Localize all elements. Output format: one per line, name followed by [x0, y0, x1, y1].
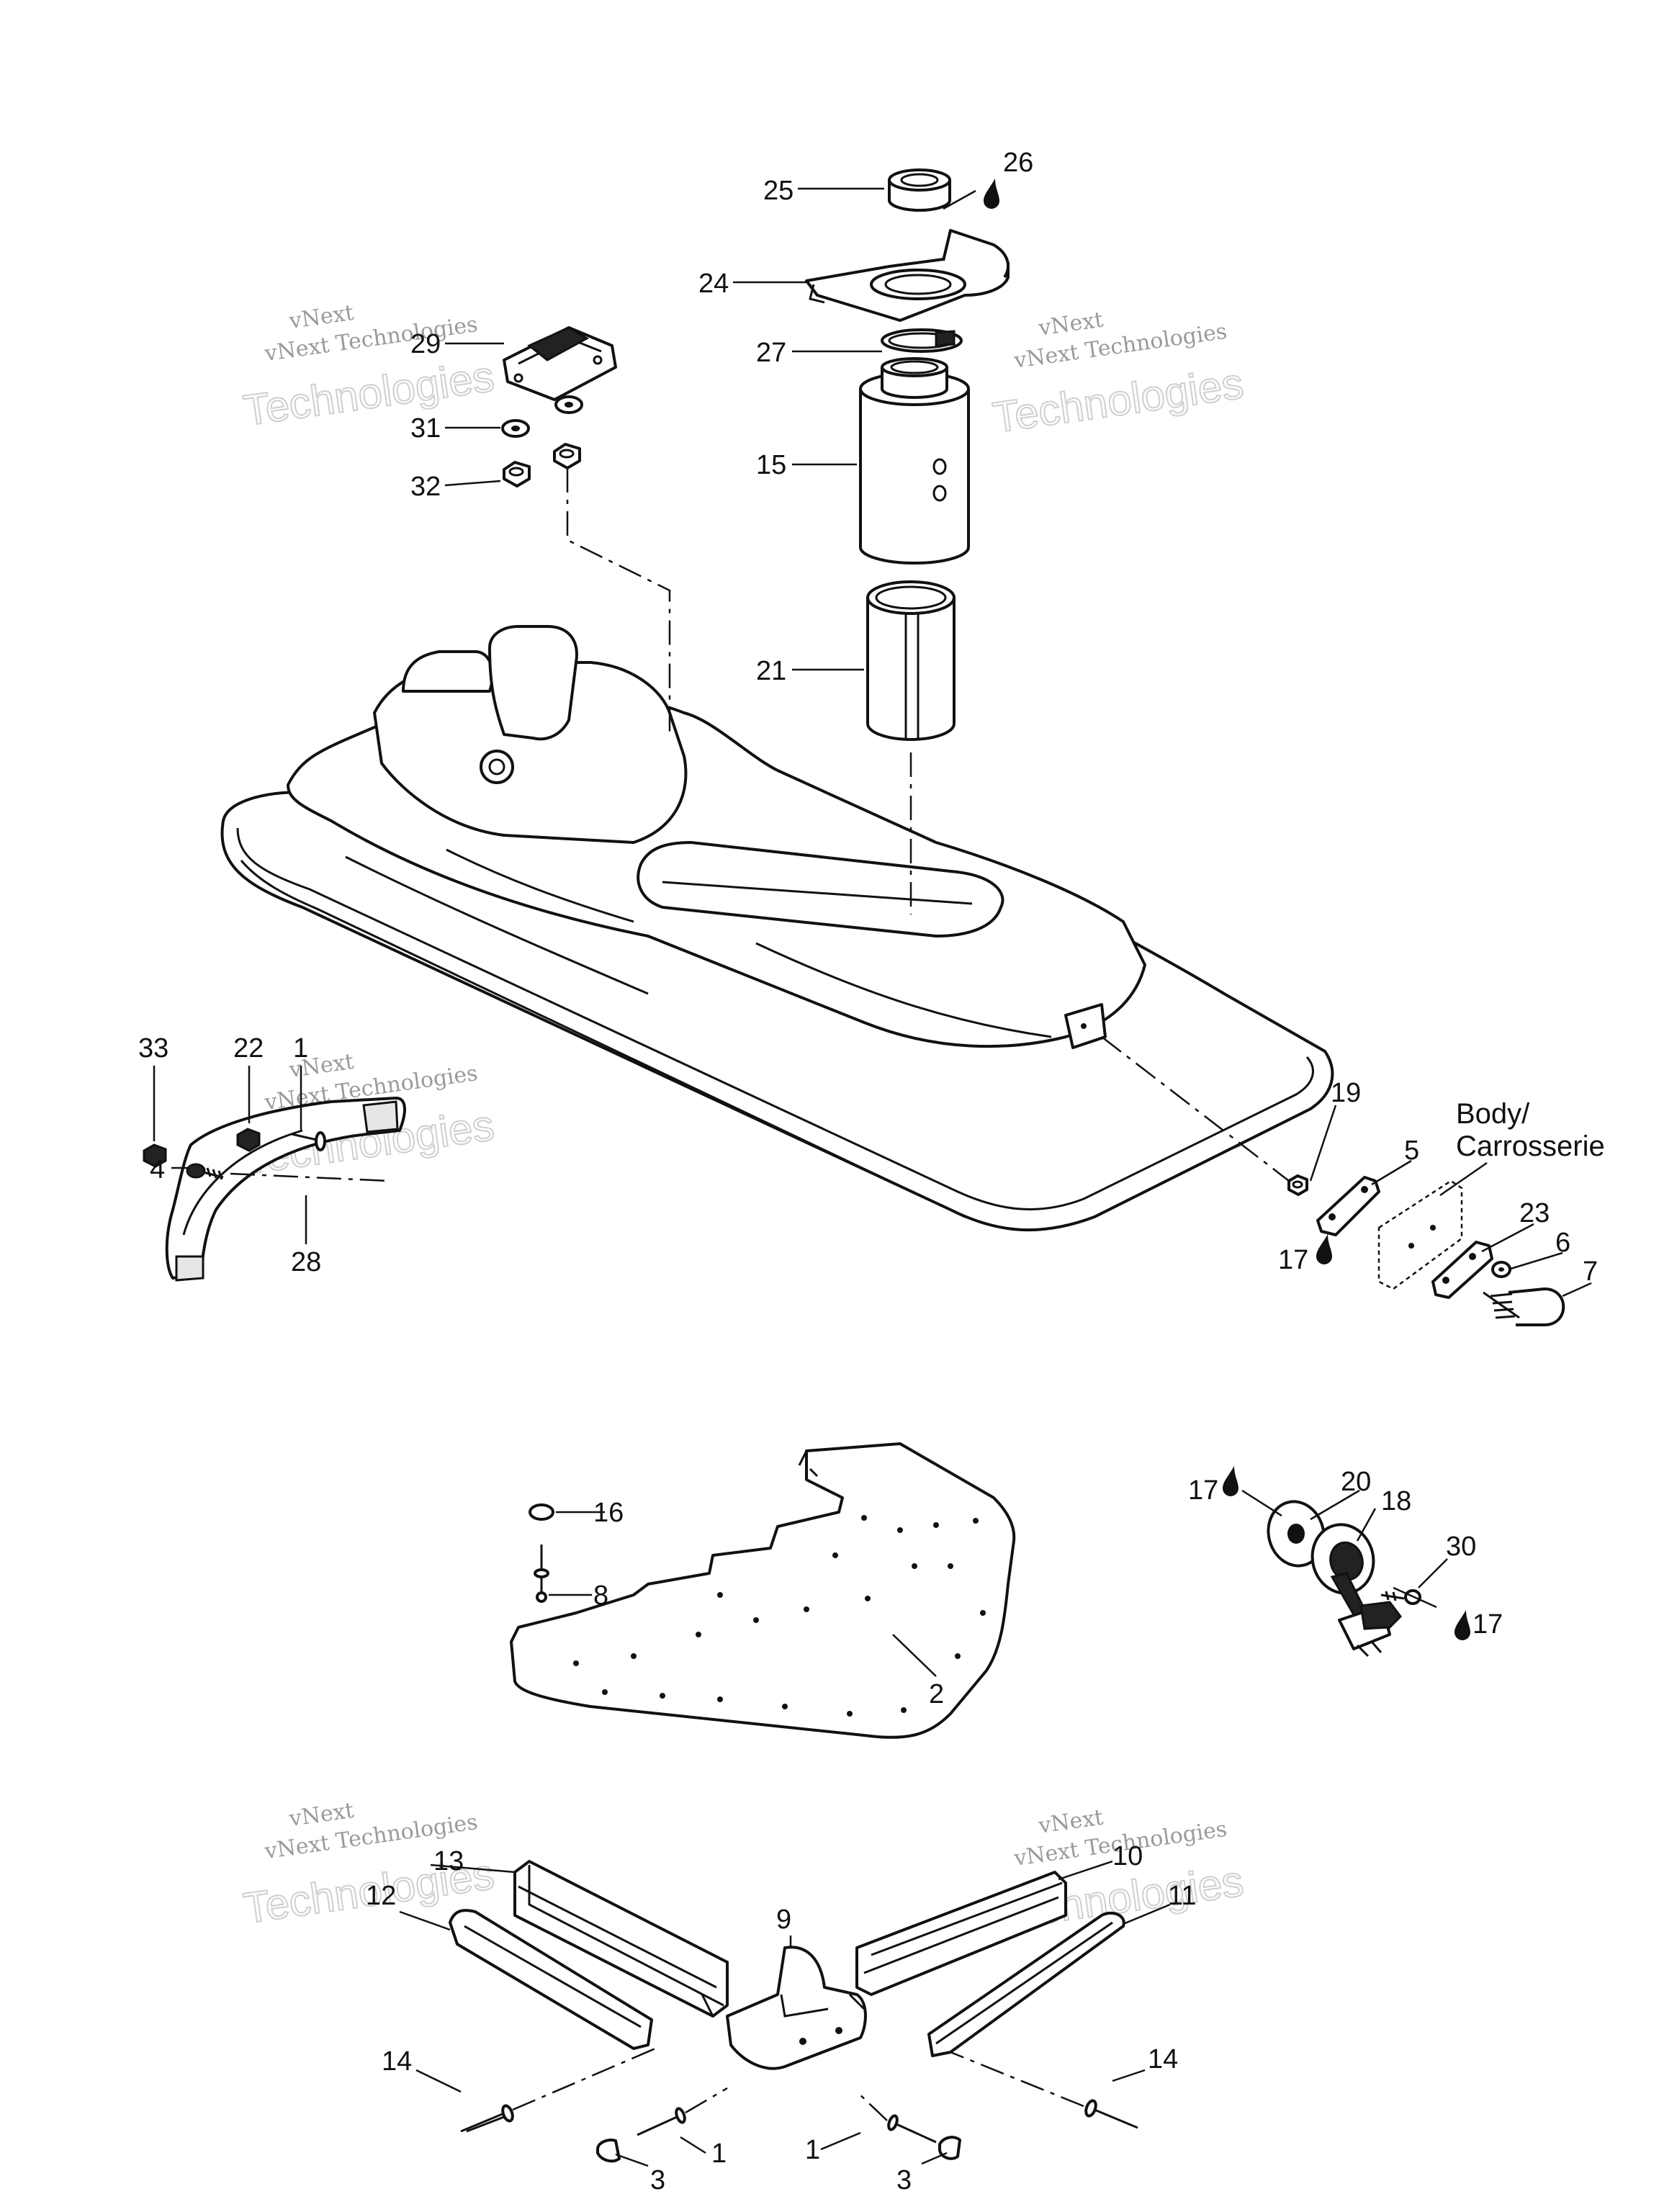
label-22: 22 [233, 1033, 264, 1064]
part-9-corner [726, 1946, 867, 2070]
label-2: 2 [929, 1679, 944, 1709]
label-6: 6 [1555, 1228, 1570, 1258]
part-33-nut [143, 1143, 167, 1168]
label-33: 33 [138, 1033, 168, 1064]
part-4-screw [186, 1163, 224, 1180]
svg-text:vNext: vNext [287, 1798, 356, 1832]
label-25: 25 [763, 176, 793, 206]
part-14-rivet-right [950, 2051, 1138, 2129]
part-24-bracket [805, 229, 1010, 322]
label-18: 18 [1381, 1486, 1411, 1516]
label-17-top: 17 [1278, 1245, 1308, 1275]
part-10-rail [855, 1871, 1067, 1996]
part-labels: 25 26 24 27 15 21 29 31 32 33 22 1 4 28 … [138, 148, 1605, 2195]
part-6-washer [1491, 1261, 1511, 1278]
label-1-right: 1 [805, 2135, 820, 2165]
dash-29-to-body [566, 468, 671, 738]
part-3-cap-left [596, 2139, 621, 2163]
sealant-drop-icon [984, 179, 1470, 1640]
label-19: 19 [1331, 1078, 1361, 1108]
part-16-cap [529, 1503, 554, 1521]
part-19-nut [1287, 1174, 1308, 1196]
label-24: 24 [698, 269, 729, 299]
label-31: 31 [410, 413, 441, 444]
part-7-u-bolt [1483, 1287, 1565, 1326]
body-label-line1: Body/ [1456, 1098, 1530, 1130]
label-1-left: 1 [711, 2139, 727, 2169]
svg-text:vNext: vNext [287, 300, 356, 334]
part-1-rivet-right [856, 2091, 937, 2144]
svg-text:vNext: vNext [1036, 307, 1105, 341]
label-8: 8 [593, 1581, 608, 1611]
label-29: 29 [410, 329, 441, 359]
label-7: 7 [1583, 1256, 1598, 1287]
part-11-trim [927, 1911, 1125, 2057]
label-17-mid: 17 [1188, 1475, 1218, 1506]
watermark-top-right: Technologies vNext vNext Technologies [989, 307, 1247, 443]
leader-lines [153, 187, 1592, 2167]
part-2-mat [510, 1442, 1016, 1739]
label-16: 16 [593, 1498, 624, 1528]
label-20: 20 [1341, 1467, 1371, 1497]
part-23-plate [1431, 1241, 1493, 1299]
part-8-rivet [534, 1545, 549, 1603]
part-28-bumper [165, 1097, 406, 1282]
label-13: 13 [433, 1846, 464, 1876]
label-32: 32 [410, 472, 441, 502]
label-30: 30 [1446, 1532, 1476, 1562]
svg-text:vNext: vNext [1036, 1805, 1105, 1839]
label-21: 21 [756, 656, 786, 686]
label-10: 10 [1112, 1841, 1143, 1871]
part-15-canister [859, 357, 970, 565]
label-26: 26 [1003, 148, 1033, 178]
label-3-left: 3 [650, 2165, 665, 2195]
watercraft-body [220, 625, 1334, 1232]
part-20-gasket [1267, 1500, 1326, 1568]
part-18-drain [1310, 1523, 1402, 1658]
part-5-plate [1316, 1176, 1380, 1236]
watermark-top-left: Technologies vNext vNext Technologies [240, 300, 498, 436]
part-25-grommet [888, 168, 951, 212]
part-14-rivet-left [460, 2047, 656, 2133]
label-5: 5 [1404, 1136, 1419, 1166]
part-29-bracket [503, 326, 617, 401]
label-14-right: 14 [1148, 2044, 1178, 2074]
label-14-left: 14 [382, 2046, 412, 2077]
label-28: 28 [291, 1247, 321, 1277]
label-3-right: 3 [896, 2165, 912, 2195]
label-12: 12 [366, 1881, 396, 1911]
part-1-rivet-left [637, 2087, 728, 2136]
part-12-trim [449, 1909, 653, 2050]
label-9: 9 [776, 1905, 791, 1935]
label-11: 11 [1168, 1881, 1196, 1911]
label-4: 4 [150, 1154, 165, 1184]
part-27-clamp [881, 328, 963, 353]
label-23: 23 [1519, 1198, 1550, 1228]
part-31-washer [501, 395, 583, 438]
body-label-line2: Carrosserie [1456, 1130, 1605, 1162]
part-22-nut [236, 1128, 261, 1152]
label-27: 27 [756, 338, 786, 368]
part-21-sleeve [866, 580, 956, 741]
part-13-rail [513, 1860, 729, 2018]
label-15: 15 [756, 450, 786, 480]
dash-body-to-19 [1101, 1036, 1290, 1182]
part-1-rivet-top [230, 1131, 390, 1182]
label-17-bottom: 17 [1473, 1609, 1503, 1640]
body-section-outline [1377, 1179, 1463, 1290]
label-1-top: 1 [293, 1033, 308, 1064]
